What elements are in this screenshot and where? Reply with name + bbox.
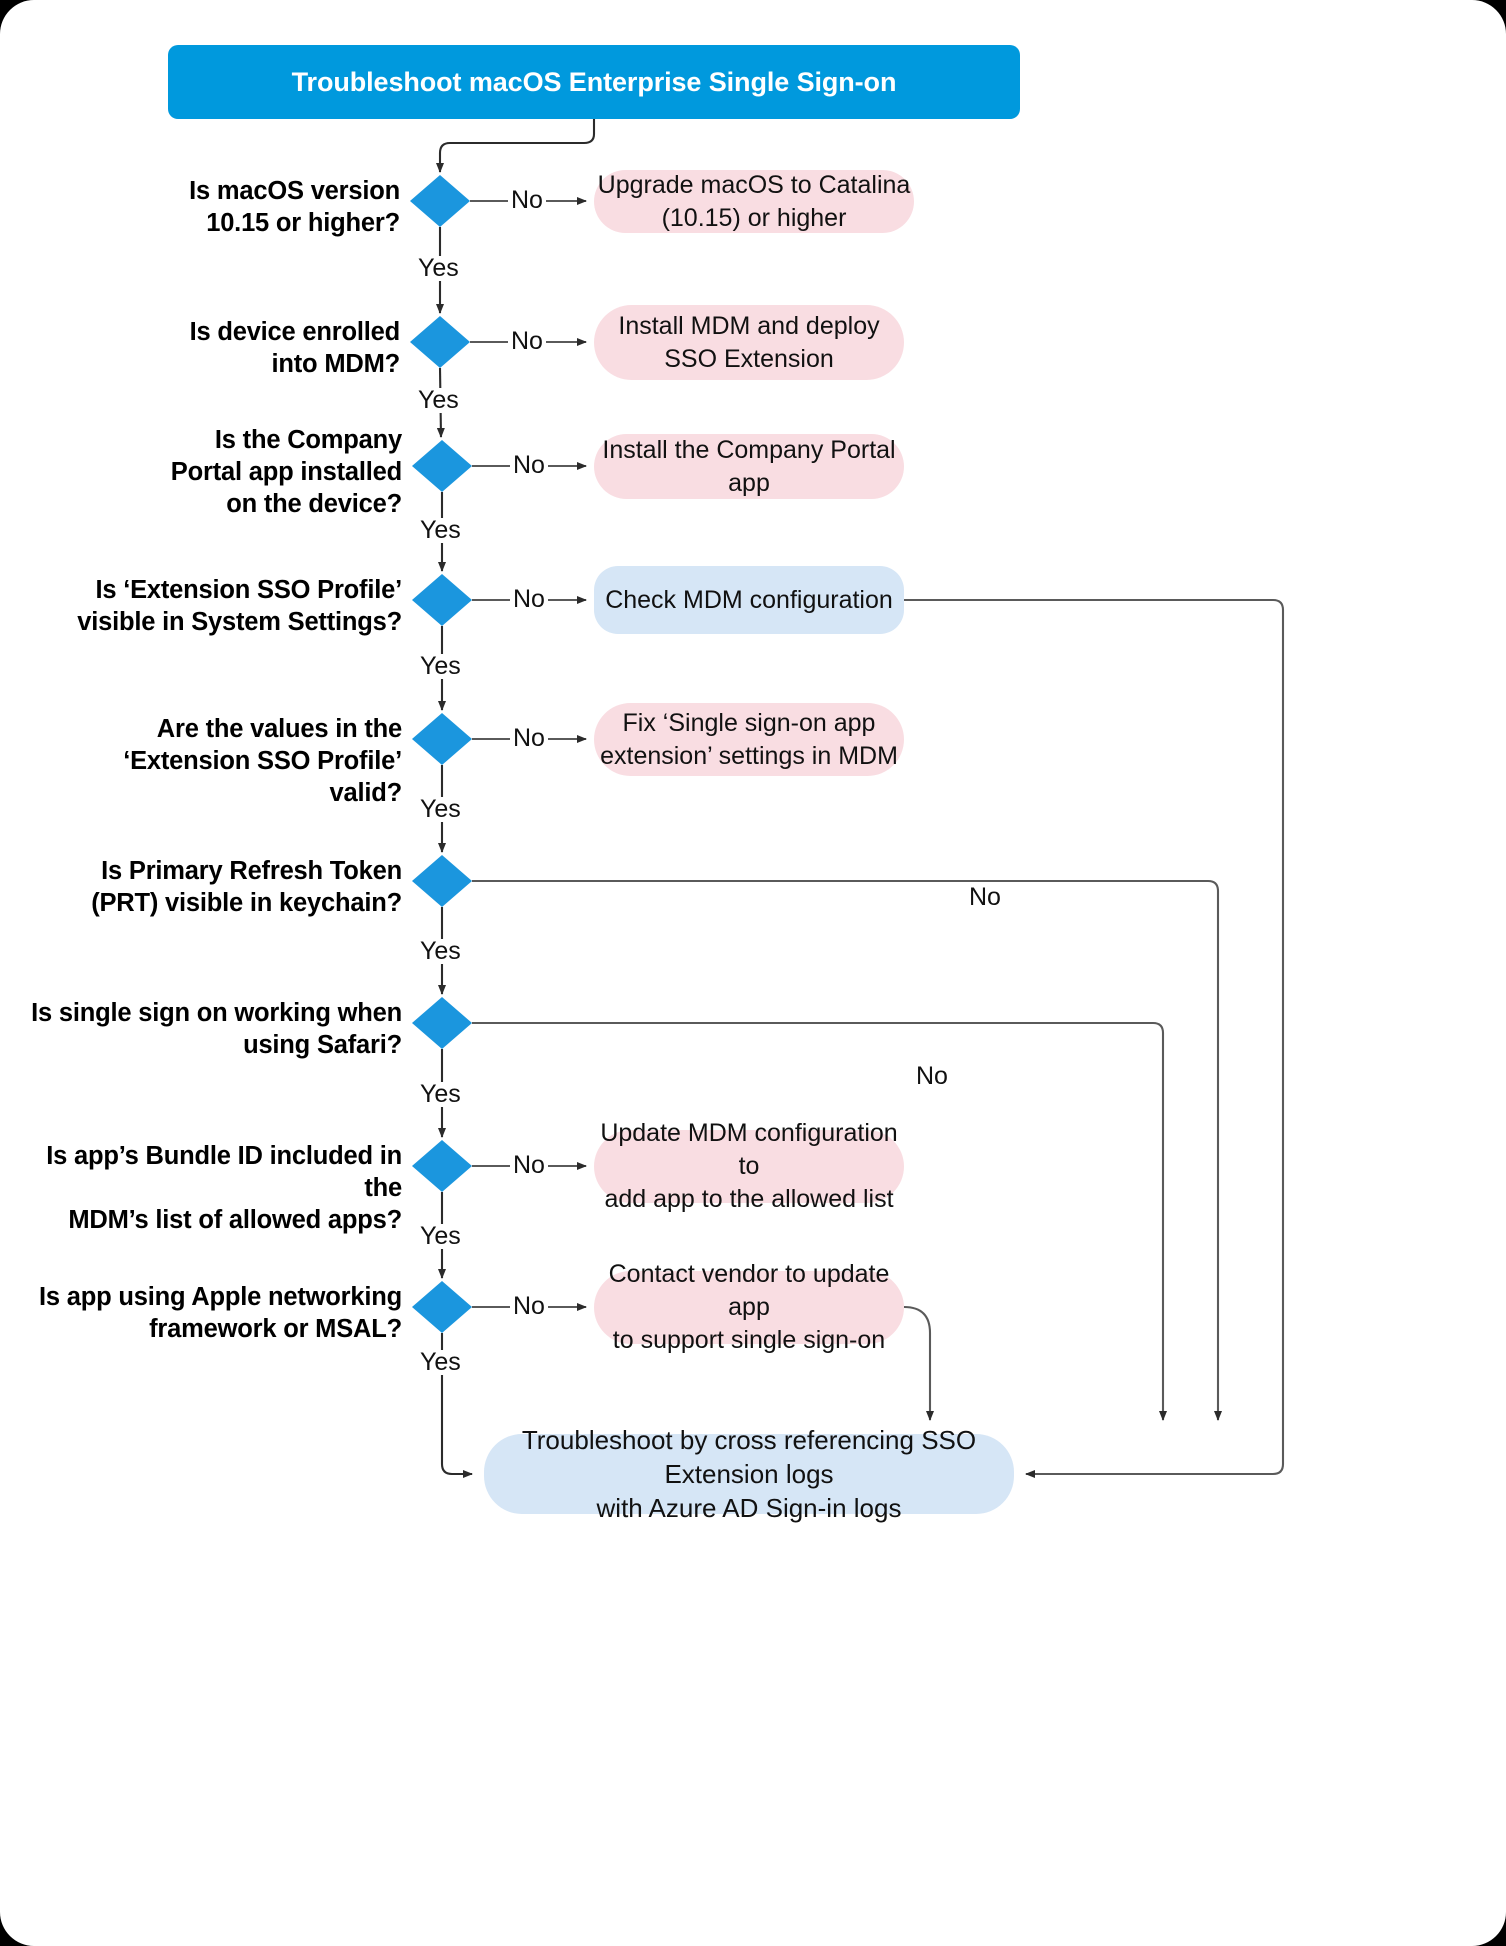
edge-label-yes-8: Yes xyxy=(417,1224,464,1249)
edge-label-no-4: No xyxy=(510,587,548,612)
text-update-allowlist: Update MDM configuration to add app to t… xyxy=(600,1119,898,1213)
edge-checkmdm-to-final xyxy=(904,598,1285,1478)
edge-label-yes-2: Yes xyxy=(415,388,462,413)
edge-title-to-d1 xyxy=(436,119,596,173)
action-final-logs[interactable] xyxy=(484,1434,1014,1514)
title-bar xyxy=(168,45,1020,119)
edge-label-yes-3: Yes xyxy=(417,518,464,543)
text-install-portal: Install the Company Portal app xyxy=(602,435,896,497)
edge-label-no-7: No xyxy=(913,1064,951,1089)
label-sso-values: Are the values in the ‘Extension SSO Pro… xyxy=(123,715,402,808)
label-prt-keychain: Is Primary Refresh Token (PRT) visible i… xyxy=(91,857,402,918)
label-mdm-enrolled: Is device enrolled into MDM? xyxy=(189,318,401,379)
edge-label-yes-1: Yes xyxy=(415,256,462,281)
label-apple-network: Is app using Apple networking framework … xyxy=(38,1283,402,1344)
edge-safari-no-to-final xyxy=(472,1021,1167,1421)
decision-prt-keychain[interactable] xyxy=(412,855,472,907)
decision-apple-network[interactable] xyxy=(412,1281,472,1333)
action-fix-sso-ext[interactable] xyxy=(594,703,904,776)
page-title: Troubleshoot macOS Enterprise Single Sig… xyxy=(291,66,897,97)
decision-sso-profile[interactable] xyxy=(412,574,472,626)
edge-label-yes-7: Yes xyxy=(417,1082,464,1107)
edge-label-no-2: No xyxy=(508,329,546,354)
edge-yes-apple-network-to-final xyxy=(440,1333,473,1478)
decision-safari-sso[interactable] xyxy=(412,997,472,1049)
label-sso-profile: Is ‘Extension SSO Profile’ visible in Sy… xyxy=(77,576,402,637)
decision-macos-version[interactable] xyxy=(410,175,470,227)
edge-label-no-1: No xyxy=(508,188,546,213)
label-company-portal: Is the Company Portal app installed on t… xyxy=(170,426,402,519)
decision-bundle-id[interactable] xyxy=(412,1140,472,1192)
edge-label-yes-5: Yes xyxy=(417,797,464,822)
label-macos-version: Is macOS version 10.15 or higher? xyxy=(189,177,400,238)
text-fix-sso-ext: Fix ‘Single sign-on app extension’ setti… xyxy=(600,708,898,770)
edge-label-no-8: No xyxy=(510,1153,548,1178)
label-bundle-id: Is app’s Bundle ID included in the MDM’s… xyxy=(46,1142,402,1235)
edge-label-no-6: No xyxy=(966,885,1004,910)
edge-label-yes-4: Yes xyxy=(417,654,464,679)
text-contact-vendor: Contact vendor to update app to support … xyxy=(608,1260,890,1354)
text-final-logs: Troubleshoot by cross referencing SSO Ex… xyxy=(521,1424,977,1524)
edge-label-yes-9: Yes xyxy=(417,1350,464,1375)
edge-label-no-9: No xyxy=(510,1294,548,1319)
text-check-mdm-config: Check MDM configuration xyxy=(605,585,893,614)
text-install-mdm: Install MDM and deploy SSO Extension xyxy=(618,311,880,373)
edge-label-no-5: No xyxy=(510,726,548,751)
action-install-mdm[interactable] xyxy=(594,305,904,380)
decision-company-portal[interactable] xyxy=(412,440,472,492)
action-install-portal[interactable] xyxy=(594,434,904,499)
edge-vendor-to-final xyxy=(903,1305,934,1421)
edge-label-no-3: No xyxy=(510,453,548,478)
action-upgrade-macos[interactable] xyxy=(594,170,914,233)
edge-label-yes-6: Yes xyxy=(417,939,464,964)
text-upgrade-macos: Upgrade macOS to Catalina (10.15) or hig… xyxy=(597,170,911,232)
edge-prt-no-to-final xyxy=(472,879,1222,1421)
decision-sso-values[interactable] xyxy=(412,713,472,765)
label-safari-sso: Is single sign on working when using Saf… xyxy=(31,999,402,1060)
action-check-mdm-config[interactable] xyxy=(594,566,904,634)
action-contact-vendor[interactable] xyxy=(594,1271,904,1344)
decision-mdm-enrolled[interactable] xyxy=(410,316,470,368)
action-update-allowlist[interactable] xyxy=(594,1130,904,1203)
